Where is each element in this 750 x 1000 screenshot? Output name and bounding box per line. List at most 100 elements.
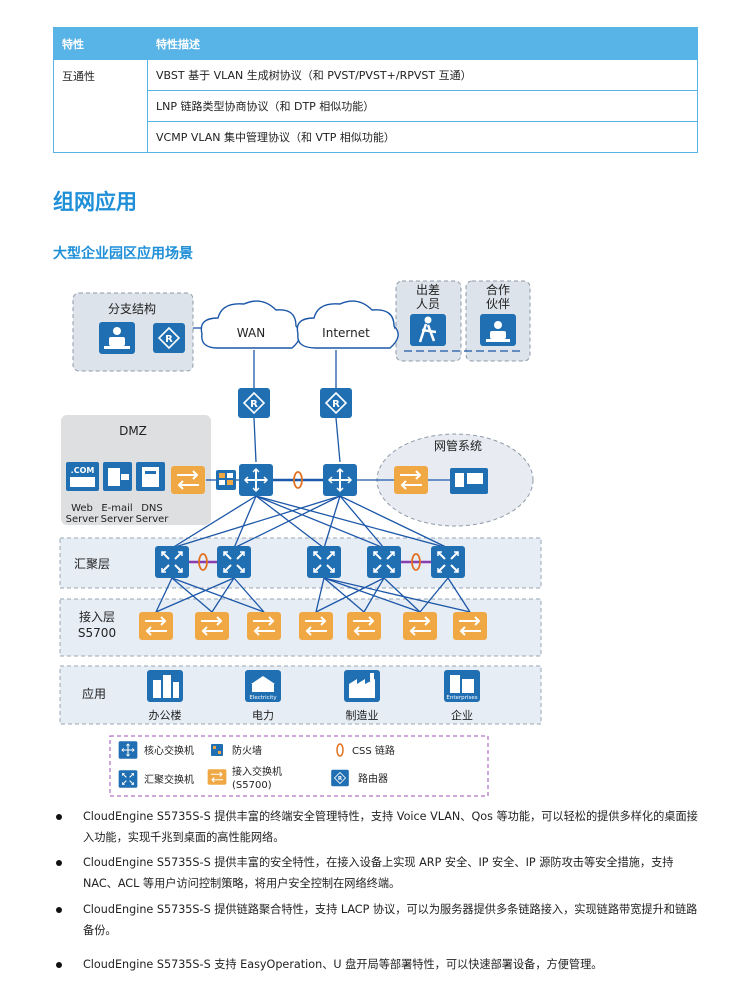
dmz-access-switch-icon [170,465,206,495]
legend-router-icon [330,769,350,787]
dmz-label: DMZ [119,424,147,438]
email-server-label-1: E-mail [101,503,132,514]
office-building-icon [147,670,183,702]
table-row: LNP 链路类型协商协议（和 DTP 相似功能） [54,90,698,122]
bullet-text: CloudEngine S5735S-S 提供链路聚合特性，支持 LACP 协议… [83,903,698,937]
aggregation-layer-label: 汇聚层 [74,557,110,571]
web-server-label-2: Server [66,514,100,525]
firewall-icon [216,470,236,490]
factory-icon [344,670,380,702]
bullet-text: CloudEngine S5735S-S 提供丰富的终端安全管理特性，支持 Vo… [83,810,698,844]
web-server-label-1: Web [71,503,93,514]
enterprise-icon: Enterprises [444,670,480,702]
aggregation-switch-icon [306,545,342,579]
wan-label: WAN [237,326,265,340]
bullet-dot-icon [56,860,62,866]
legend: 核心交换机 防火墙 CSS 链路 汇聚交换机 接入交换机 (S5700) 路由器 [118,740,395,791]
list-item: CloudEngine S5735S-S 支持 EasyOperation、U … [53,954,701,975]
network-links [155,327,520,613]
traveler-icon [410,314,446,346]
access-switch-icon [298,611,334,641]
access-layer-label-2: S5700 [78,626,116,640]
nms-server-icon [450,468,488,494]
wan-cloud: WAN [200,300,301,349]
aggregation-layer [59,537,542,589]
branch-label: 分支结构 [108,301,156,316]
table-cell-description: VBST 基于 VLAN 生成树协议（和 PVST/PVST+/RPVST 互通… [147,59,698,91]
partner-label-line2: 伙伴 [486,297,510,311]
feature-table: 特性 特性描述 互通性 VBST 基于 VLAN 生成树协议（和 PVST/PV… [53,27,698,153]
dns-server-label-2: Server [136,514,170,525]
bullet-dot-icon [56,814,62,820]
legend-router-label: 路由器 [358,772,388,785]
legend-css-link-label: CSS 链路 [352,744,395,757]
aggregation-switch-icon [366,545,402,579]
css-link-marker [411,553,421,571]
app-enterprise-label: 企业 [451,708,473,722]
legend-core-switch-icon [118,740,138,760]
internet-label: Internet [322,326,370,340]
access-switch-icon [402,611,438,641]
partner-icon [480,314,516,346]
bullet-text: CloudEngine S5735S-S 提供丰富的安全特性，在接入设备上实现 … [83,856,674,890]
subsection-title: 大型企业园区应用场景 [53,246,193,262]
legend-firewall-label: 防火墙 [232,744,262,757]
electricity-badge: Electricity [249,695,277,701]
core-switch-icon [322,463,358,497]
bullet-dot-icon [56,907,62,913]
dns-server-icon [136,462,165,491]
access-layer-label-1: 接入层 [79,609,115,624]
section-title: 组网应用 [53,190,137,214]
branch-user-icon [99,322,135,354]
email-server-icon [103,462,132,491]
app-manufacturing-label: 制造业 [346,708,379,722]
table-cell-feature: 互通性 [53,59,148,153]
bullet-text: CloudEngine S5735S-S 支持 EasyOperation、U … [83,958,603,971]
legend-agg-switch-label: 汇聚交换机 [144,773,194,786]
traveler-label-line2: 人员 [416,297,440,311]
com-badge: .COM [71,466,95,475]
legend-box [109,735,489,797]
legend-css-link-icon [336,743,344,757]
bullet-dot-icon [56,962,62,968]
access-switch-icon [194,611,230,641]
nms-label: 网管系统 [434,438,482,453]
email-server-label-2: Server [101,514,135,525]
network-diagram: R WAN Internet [59,280,542,797]
web-server-icon: .COM [66,462,99,491]
branch-router-icon [152,322,186,354]
table-row: VCMP VLAN 集中管理协议（和 VTP 相似功能） [54,121,698,153]
nms-access-switch-icon [393,465,429,495]
enterprise-badge: Enterprises [446,695,477,701]
access-switch-icon [452,611,488,641]
table-cell-description: VCMP VLAN 集中管理协议（和 VTP 相似功能） [147,121,698,153]
internet-cloud: Internet [296,300,399,349]
aggregation-switch-icon [154,545,190,579]
app-office-label: 办公楼 [149,708,182,722]
list-item: CloudEngine S5735S-S 提供链路聚合特性，支持 LACP 协议… [53,899,701,941]
table-header-description: 特性描述 [147,27,698,60]
legend-firewall-icon [211,744,223,756]
application-layer-label: 应用 [82,686,106,701]
power-plant-icon: Electricity [245,670,281,702]
css-link-marker [198,553,208,571]
table-cell-description: LNP 链路类型协商协议（和 DTP 相似功能） [147,90,698,122]
table-header-feature: 特性 [53,27,148,60]
wan-router-icon [237,387,271,419]
legend-core-switch-label: 核心交换机 [144,744,194,757]
list-item: CloudEngine S5735S-S 提供丰富的终端安全管理特性，支持 Vo… [53,806,701,848]
aggregation-switch-icon [430,545,466,579]
list-item: CloudEngine S5735S-S 提供丰富的安全特性，在接入设备上实现 … [53,852,701,894]
legend-access-switch-label-1: 接入交换机 [232,765,282,778]
access-switch-icon [346,611,382,641]
access-switch-icon [246,611,282,641]
core-switch-icon [238,463,274,497]
aggregation-switch-icon [216,545,252,579]
legend-agg-switch-icon [118,769,138,789]
legend-access-switch-label-2: (S5700) [232,780,272,791]
access-switch-icon [138,611,174,641]
legend-access-switch-icon [207,768,227,786]
partner-label-line1: 合作 [486,282,510,297]
app-power-label: 电力 [252,709,274,722]
table-row: 互通性 VBST 基于 VLAN 生成树协议（和 PVST/PVST+/RPVS… [53,59,698,153]
